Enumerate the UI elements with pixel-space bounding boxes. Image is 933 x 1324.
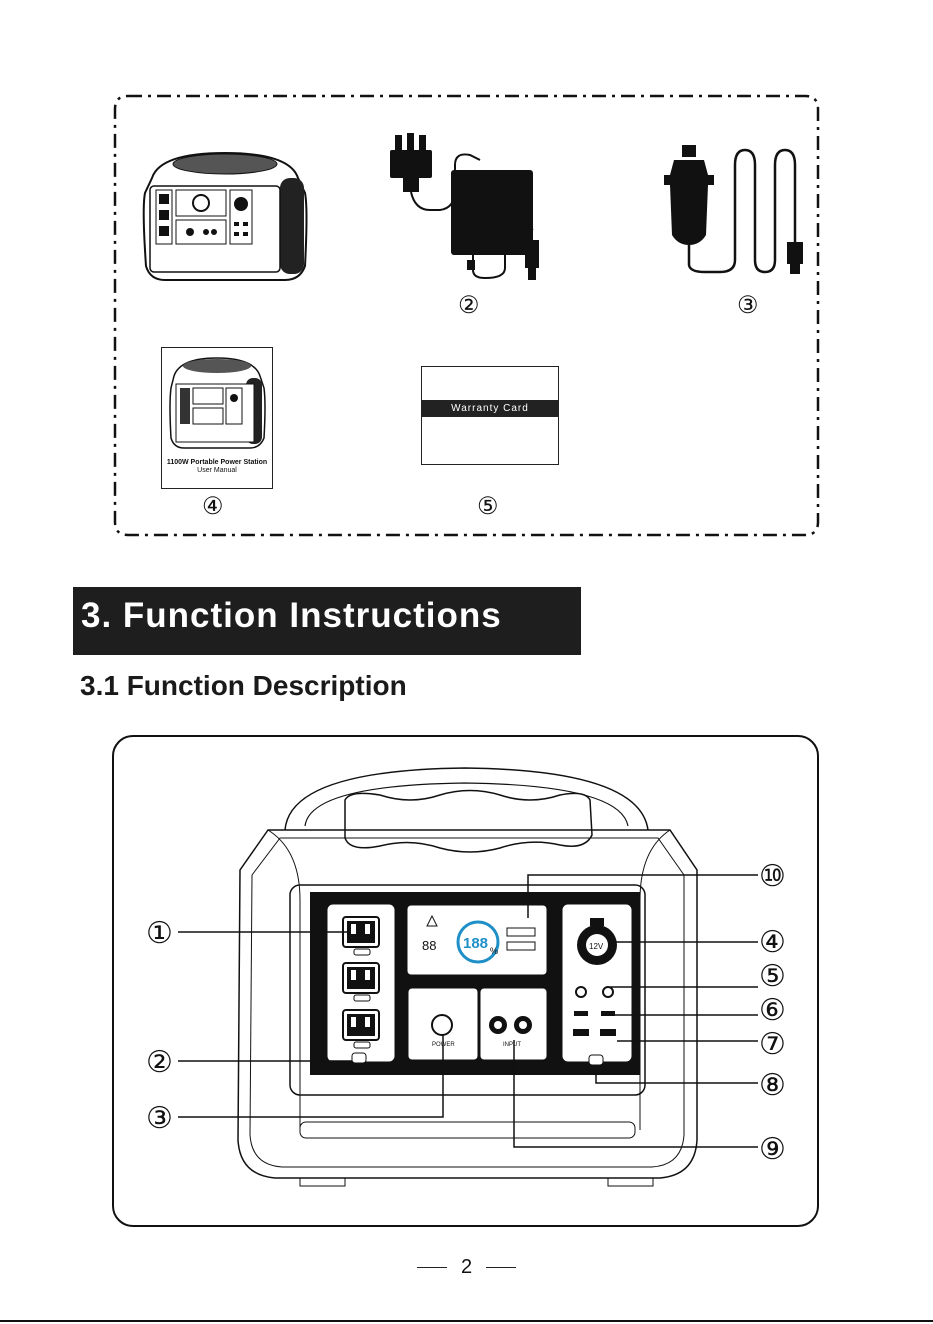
item-marker-2: ② bbox=[458, 291, 480, 319]
callout-10: ⑩ bbox=[759, 859, 786, 894]
page-number: 2 bbox=[0, 1256, 933, 1279]
subsection-title: 3.1 Function Description bbox=[80, 670, 407, 702]
callout-5: ⑤ bbox=[759, 959, 786, 994]
svg-text:INPUT: INPUT bbox=[503, 1042, 521, 1048]
user-manual-image: 1100W Portable Power Station User Manual bbox=[161, 347, 273, 489]
callout-6: ⑥ bbox=[759, 993, 786, 1028]
power-button bbox=[432, 1015, 452, 1035]
manual-cover-illustration bbox=[162, 348, 272, 458]
page-number-dash-left bbox=[417, 1267, 447, 1268]
power-station-image bbox=[140, 148, 310, 288]
manual-product-line: 1100W Portable Power Station bbox=[162, 459, 272, 466]
page-number-dash-right bbox=[486, 1267, 516, 1268]
svg-text:12V: 12V bbox=[589, 942, 604, 951]
callout-2: ② bbox=[146, 1045, 173, 1080]
item-marker-5: ⑤ bbox=[477, 492, 499, 520]
callout-4: ④ bbox=[759, 925, 786, 960]
ac-adapter-image bbox=[385, 130, 560, 285]
car-charger-image bbox=[660, 140, 810, 280]
page-number-value: 2 bbox=[461, 1256, 472, 1278]
svg-text:88: 88 bbox=[422, 938, 436, 953]
dc-switch-button bbox=[589, 1055, 603, 1065]
svg-text:%: % bbox=[490, 946, 498, 956]
ac-switch-button bbox=[352, 1053, 366, 1063]
item-marker-3: ③ bbox=[737, 291, 759, 319]
warranty-card-image: Warranty Card bbox=[421, 366, 559, 465]
bottom-rule bbox=[0, 1320, 933, 1322]
svg-text:188: 188 bbox=[463, 935, 488, 952]
callout-7: ⑦ bbox=[759, 1027, 786, 1062]
section-title: 3. Function Instructions bbox=[81, 596, 502, 636]
callout-3: ③ bbox=[146, 1101, 173, 1136]
callout-1: ① bbox=[146, 916, 173, 951]
item-marker-4: ④ bbox=[202, 492, 224, 520]
manual-title: User Manual bbox=[162, 467, 272, 474]
callout-8: ⑧ bbox=[759, 1068, 786, 1103]
warranty-card-label: Warranty Card bbox=[422, 400, 558, 417]
function-diagram: 88 188 % POWER INPUT 12V bbox=[0, 730, 933, 1235]
callout-9: ⑨ bbox=[759, 1132, 786, 1167]
